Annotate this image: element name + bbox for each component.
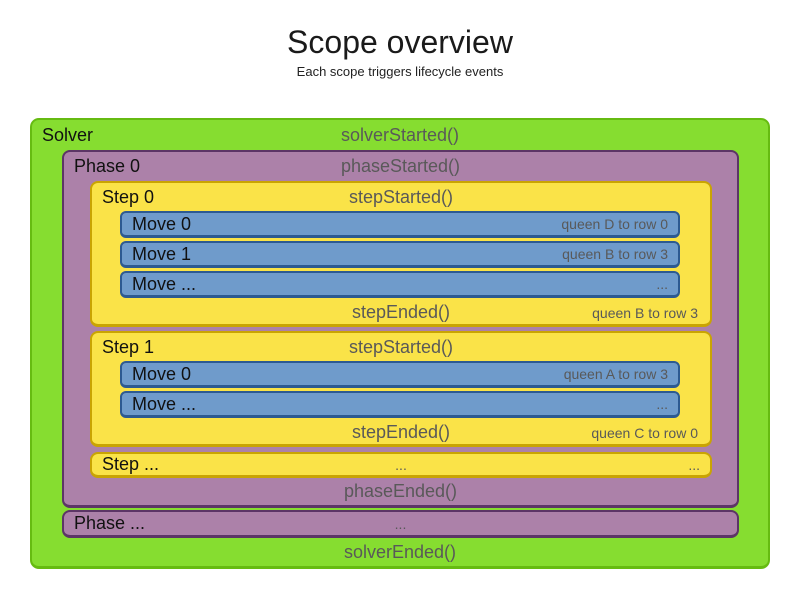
move-row: Move ... ... bbox=[120, 391, 680, 418]
step-1-ended-event: stepEnded() bbox=[351, 422, 451, 442]
step-0-label: Step 0 bbox=[102, 186, 155, 207]
phase-more-row: Phase ... ... bbox=[62, 510, 739, 538]
step-1-ended-note: queen C to row 0 bbox=[591, 424, 698, 441]
step-0-started-event: stepStarted() bbox=[348, 186, 454, 207]
phase-more-center-ellipsis: ... bbox=[394, 515, 407, 532]
step-1-started-event: stepStarted() bbox=[348, 336, 454, 357]
move-row: Move 0 queen D to row 0 bbox=[120, 211, 680, 238]
move-row: Move 1 queen B to row 3 bbox=[120, 241, 680, 268]
phase-0-scope-box: Phase 0 phaseStarted() Step 0 stepStarte… bbox=[62, 150, 739, 508]
phase-0-header: Phase 0 phaseStarted() bbox=[64, 152, 737, 181]
move-note: queen A to row 3 bbox=[563, 366, 668, 382]
page-title: Scope overview bbox=[287, 24, 513, 60]
phase-started-event: phaseStarted() bbox=[340, 156, 461, 176]
step-0-scope-box: Step 0 stepStarted() Move 0 queen D to r… bbox=[90, 181, 712, 327]
title-block: Scope overview Each scope triggers lifec… bbox=[0, 0, 800, 79]
move-row: Move 0 queen A to row 3 bbox=[120, 361, 680, 388]
move-label: Move 0 bbox=[132, 213, 192, 234]
step-1-header: Step 1 stepStarted() bbox=[92, 333, 710, 361]
solver-scope-box: Solver solverStarted() Phase 0 phaseStar… bbox=[30, 118, 770, 569]
step-more-label: Step ... bbox=[102, 454, 160, 474]
page-subtitle: Each scope triggers lifecycle events bbox=[296, 63, 504, 79]
move-note: queen D to row 0 bbox=[561, 216, 668, 232]
step-1-label: Step 1 bbox=[102, 336, 155, 357]
solver-started-event: solverStarted() bbox=[340, 124, 460, 145]
phase-ended-event: phaseEnded() bbox=[343, 481, 458, 501]
move-row: Move ... ... bbox=[120, 271, 680, 298]
step-0-header: Step 0 stepStarted() bbox=[92, 183, 710, 211]
solver-footer: solverEnded() bbox=[32, 538, 768, 566]
move-note: ... bbox=[656, 396, 668, 412]
move-label: Move ... bbox=[132, 273, 197, 294]
phase-0-footer: phaseEnded() bbox=[64, 478, 737, 505]
solver-ended-event: solverEnded() bbox=[343, 541, 457, 562]
move-label: Move ... bbox=[132, 393, 197, 414]
step-1-scope-box: Step 1 stepStarted() Move 0 queen A to r… bbox=[90, 331, 712, 447]
step-0-ended-event: stepEnded() bbox=[351, 302, 451, 322]
move-label: Move 0 bbox=[132, 363, 192, 384]
move-label: Move 1 bbox=[132, 243, 192, 264]
step-0-footer: stepEnded() queen B to row 3 bbox=[92, 301, 710, 324]
step-more-right-ellipsis: ... bbox=[688, 456, 700, 473]
step-0-ended-note: queen B to row 3 bbox=[592, 304, 698, 321]
solver-label: Solver bbox=[42, 124, 94, 145]
step-more-row: Step ... ... ... bbox=[90, 452, 712, 478]
step-1-footer: stepEnded() queen C to row 0 bbox=[92, 421, 710, 444]
phase-0-label: Phase 0 bbox=[74, 156, 141, 176]
move-note: ... bbox=[656, 276, 668, 292]
solver-header: Solver solverStarted() bbox=[32, 120, 768, 150]
phase-more-label: Phase ... bbox=[74, 513, 146, 533]
step-more-center-ellipsis: ... bbox=[395, 456, 407, 473]
move-note: queen B to row 3 bbox=[562, 246, 668, 262]
